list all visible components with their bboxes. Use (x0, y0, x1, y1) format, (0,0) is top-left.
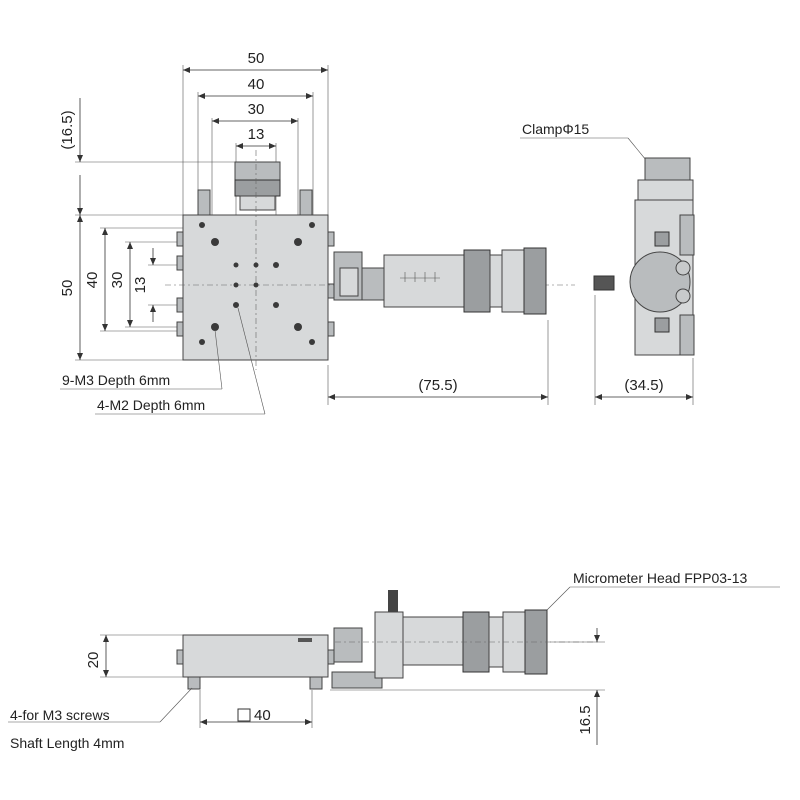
m3-holes (199, 222, 315, 345)
dim-height-50: 50 (59, 280, 76, 297)
dim-width-30: 30 (248, 101, 265, 118)
dim-width-40: 40 (248, 76, 265, 93)
dim-front-right-height: 16.5 (577, 705, 594, 734)
dim-front-base: 40 (254, 707, 271, 724)
stage-body-top (182, 214, 329, 361)
label-micrometer-head: Micrometer Head FPP03-13 (573, 570, 748, 586)
label-screws: 4-for M3 screws (10, 707, 110, 723)
dim-height-30: 30 (109, 272, 126, 289)
label-m2-holes: 4-M2 Depth 6mm (97, 397, 205, 413)
dim-width-50: 50 (248, 50, 265, 67)
top-view: 50 40 30 13 (16.5) 50 40 30 13 (59, 50, 575, 415)
front-view: Micrometer Head FPP03-13 20 40 (8, 570, 780, 751)
m2-holes (233, 262, 259, 288)
dim-micrometer-length: (75.5) (418, 377, 457, 394)
label-m3-holes: 9-M3 Depth 6mm (62, 372, 170, 388)
label-shaft-length: Shaft Length 4mm (10, 735, 124, 751)
dim-top-offset: (16.5) (59, 110, 76, 149)
dim-height-13: 13 (132, 277, 149, 294)
side-view: ClampΦ15 (34.5) (520, 121, 695, 405)
dim-height-40: 40 (84, 272, 101, 289)
label-clamp: ClampΦ15 (522, 121, 589, 137)
dim-side-width: (34.5) (624, 377, 663, 394)
dim-front-height: 20 (85, 652, 102, 669)
dim-width-13: 13 (248, 126, 265, 143)
